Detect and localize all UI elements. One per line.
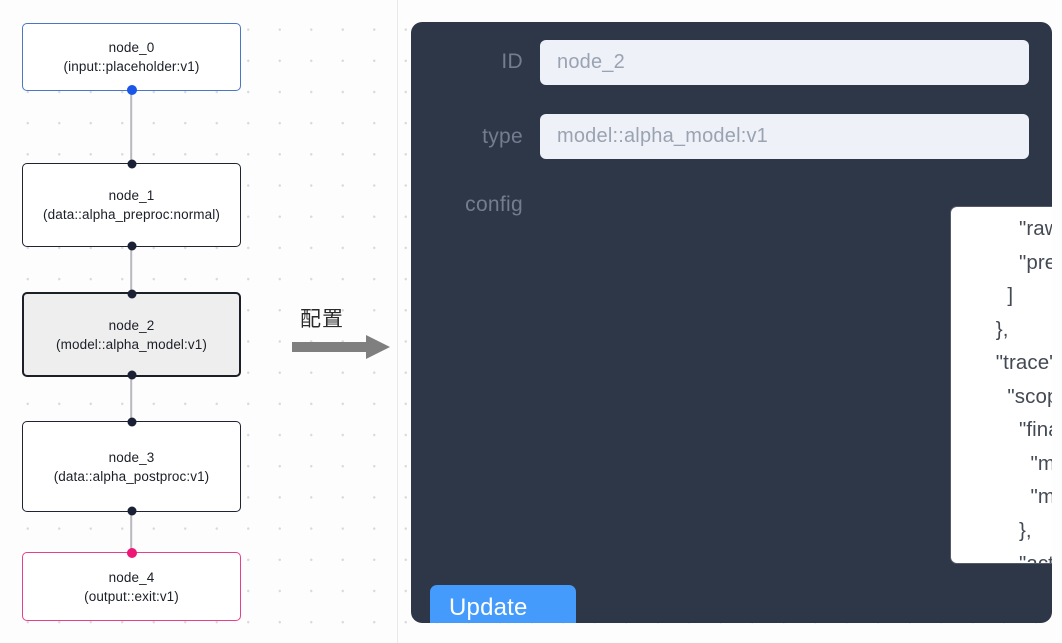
type-input[interactable] [540,114,1029,159]
node-handle-target[interactable] [126,548,137,558]
edge-node2-node3 [130,377,132,421]
node-id-label: node_1 [108,188,155,203]
node-type-label: (input::placeholder:v1) [63,59,200,74]
config-textarea[interactable] [951,207,1052,563]
type-field-label: type [482,125,523,148]
field-row-type: type [411,114,1029,159]
field-row-id: ID [411,40,1029,85]
node-handle-source[interactable] [127,241,136,251]
node-type-label: (model::alpha_model:v1) [56,336,207,352]
graph-node-node_1[interactable]: node_1 (data::alpha_preproc:normal) [22,159,241,251]
config-field-label: config [465,193,523,216]
node-handle-source[interactable] [126,85,137,95]
annotation-label: 配置 [300,307,344,331]
node-handle-source[interactable] [127,506,136,516]
edge-node3-node4 [130,512,132,552]
graph-node-node_2[interactable]: node_2 (model::alpha_model:v1) [22,289,241,380]
node-handle-source[interactable] [127,370,136,380]
node-id-label: node_4 [108,569,155,585]
node-handle-target[interactable] [127,289,136,299]
right-arrow-icon [292,335,390,359]
node-handle-target[interactable] [127,417,136,427]
config-textarea-wrapper [951,207,1052,563]
node-handle-target[interactable] [127,159,136,169]
graph-node-node_4[interactable]: node_4 (output::exit:v1) [22,548,241,621]
id-input[interactable] [540,40,1029,85]
edge-node1-node2 [130,247,132,292]
graph-node-node_3[interactable]: node_3 (data::alpha_postproc:v1) [22,417,241,516]
update-button[interactable]: Update [430,585,576,623]
node-id-label: node_2 [108,317,155,333]
edge-node0-node1 [130,91,132,163]
node-id-label: node_3 [108,449,155,465]
node-id-label: node_0 [108,40,155,55]
canvas-divider [397,0,398,643]
node-type-label: (output::exit:v1) [84,588,179,604]
node-type-label: (data::alpha_preproc:normal) [43,207,220,222]
node-type-label: (data::alpha_postproc:v1) [53,468,210,484]
id-field-label: ID [501,50,523,73]
node-config-panel: ID type config Update [411,22,1052,623]
graph-node-node_0[interactable]: node_0 (input::placeholder:v1) [22,23,241,95]
